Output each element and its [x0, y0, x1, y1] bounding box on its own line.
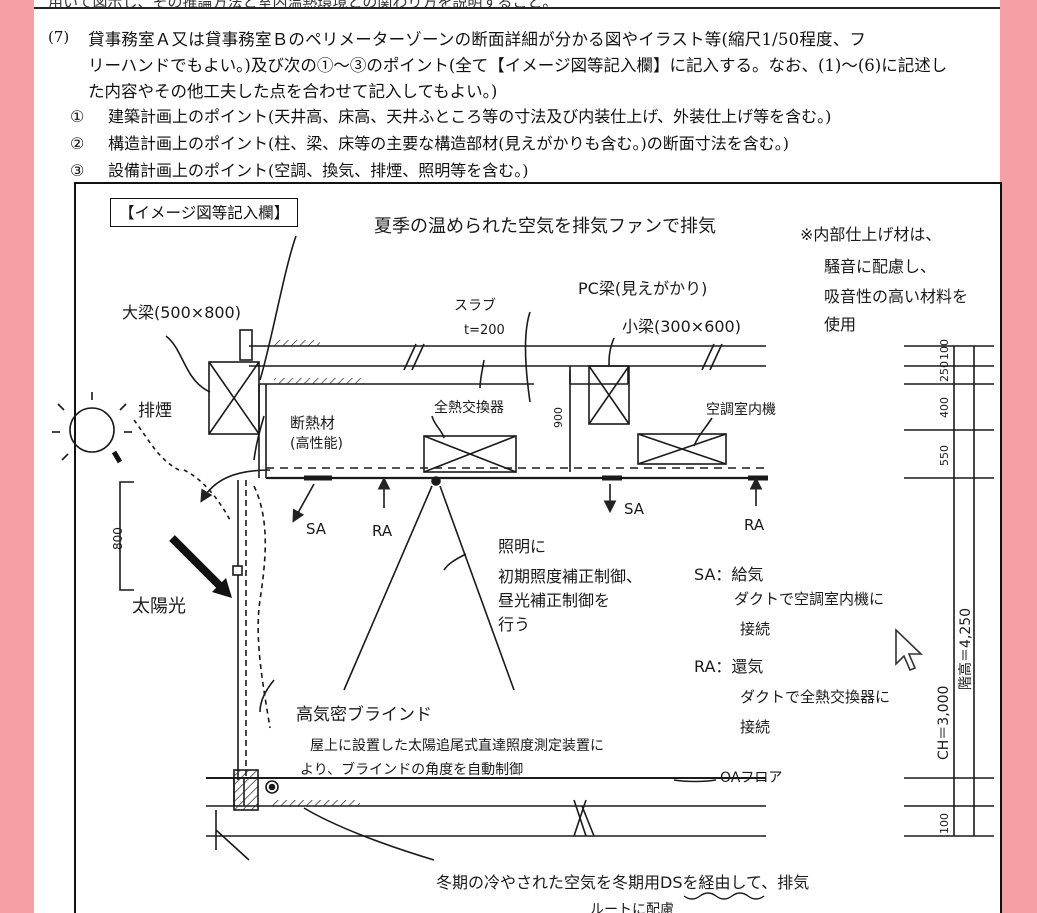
heat-exchanger-box — [423, 435, 517, 473]
dim-900: 900 — [552, 407, 565, 428]
label-ra-1: RA — [372, 522, 393, 540]
point-1-number: ① — [70, 107, 85, 126]
ra-def-2: ダクトで全熱交換器に — [740, 688, 890, 706]
sunlight-arrow — [111, 450, 232, 598]
question-line-2: リーハンドでもよい。)及び次の①～③のポイント(全て【イメージ図等記入欄】に記入… — [88, 56, 948, 75]
label-small-beam: 小梁(300×600) — [622, 317, 741, 336]
blind-title: 高気密ブラインド — [296, 704, 432, 725]
label-slab-2: t=200 — [464, 323, 505, 338]
cursor-arrow-icon — [895, 628, 923, 672]
question-number: (7) — [48, 28, 70, 46]
dim-floor-height: 階高＝4,250 — [957, 608, 974, 690]
label-sa-1: SA — [306, 520, 327, 538]
lighting-line-2: 昼光補正制御を — [498, 591, 610, 610]
label-heat-exchanger: 全熱交換器 — [434, 399, 504, 416]
dim-250: 250 — [938, 361, 951, 382]
lighting-title: 照明に — [498, 537, 546, 556]
dim-100-top: 100 — [938, 339, 951, 360]
note-line-4: 使用 — [824, 315, 856, 334]
sa-def-3: 接続 — [740, 620, 770, 638]
label-ra-2: RA — [744, 516, 765, 534]
label-oa-floor: OAフロア — [720, 770, 782, 786]
note-line-2: 騒音に配慮し、 — [824, 257, 936, 276]
wavy-underline — [683, 892, 765, 900]
label-insulation-1: 断熱材 — [290, 414, 335, 432]
dim-ceiling-height: CH＝3,000 — [936, 686, 952, 760]
ra-def-3: 接続 — [740, 718, 770, 736]
question-line-3: た内容やその他工夫した点を合わせて記入してもよい。) — [88, 82, 498, 101]
question-line-1: 貸事務室Ａ又は貸事務室Ｂのペリメーターゾーンの断面詳細が分かる図やイラスト等(縮… — [88, 30, 867, 49]
exam-sheet: 用いて図示し、その推論方法と室内温熱環境との関わり方を説明すること。 (7) 貸… — [34, 0, 1002, 913]
blind-line-2: より、ブラインドの角度を自動制御 — [300, 761, 523, 778]
annotation-winter-exhaust: 冬期の冷やされた空気を冬期用DSを経由して、排気 — [436, 873, 809, 892]
point-1: ① 建築計画上のポイント(天井高、床高、天井ふところ等の寸法及び内装仕上げ、外装仕… — [70, 103, 831, 127]
point-2-text: 構造計画上のポイント(柱、梁、床等の主要な構造部材(見えがかりも含む。)の断面寸… — [108, 134, 789, 153]
lighting-line-1: 初期照度補正制御、 — [498, 567, 642, 586]
blind-line-1: 屋上に設置した太陽追尾式直達照度測定装置に — [310, 737, 604, 754]
point-3-number: ③ — [70, 161, 85, 180]
label-big-beam: 大梁(500×800) — [122, 303, 241, 322]
label-pc-beam: PC梁(見えがかり) — [578, 279, 707, 298]
point-2: ② 構造計画上のポイント(柱、梁、床等の主要な構造部材(見えがかりも含む。)の断面… — [70, 130, 789, 154]
dim-550: 550 — [938, 445, 951, 466]
dim-800: 800 — [111, 527, 125, 550]
annotation-winter-cut: ルートに配慮 — [590, 902, 674, 913]
label-sa-2: SA — [624, 500, 645, 518]
note-line-3: 吸音性の高い材料を — [824, 287, 968, 306]
previous-line-cut: 用いて図示し、その推論方法と室内温熱環境との関わり方を説明すること。 — [34, 0, 1000, 9]
point-1-text: 建築計画上のポイント(天井高、床高、天井ふところ等の寸法及び内装仕上げ、外装仕上… — [108, 107, 832, 126]
sa-def-2: ダクトで空調室内機に — [734, 590, 884, 608]
ac-unit-box — [637, 433, 727, 465]
image-entry-box: 【イメージ図等記入欄】 — [74, 182, 1002, 913]
annotation-summer-exhaust: 夏季の温められた空気を排気ファンで排気 — [374, 216, 716, 237]
sun-icon — [52, 392, 132, 461]
point-2-number: ② — [70, 134, 85, 153]
previous-line-text: 用いて図示し、その推論方法と室内温熱環境との関わり方を説明すること。 — [48, 0, 558, 9]
section-drawing: 夏季の温められた空気を排気ファンで排気 ※内部仕上げ材は、 騒音に配慮し、 吸音… — [52, 216, 994, 913]
label-smoke: 排煙 — [138, 401, 172, 421]
note-line-1: ※内部仕上げ材は、 — [800, 225, 941, 244]
point-3-text: 設備計画上のポイント(空調、換気、排煙、照明等を含む。) — [108, 161, 529, 180]
label-sunlight: 太陽光 — [132, 596, 186, 617]
label-slab-1: スラブ — [454, 297, 496, 314]
dim-100-bottom: 100 — [938, 813, 951, 834]
sa-def-1: SA：給気 — [694, 565, 763, 584]
lighting-line-3: 行う — [498, 615, 530, 634]
label-insulation-2: (高性能) — [290, 435, 343, 452]
point-3: ③ 設備計画上のポイント(空調、換気、排煙、照明等を含む。) — [70, 157, 529, 181]
label-ac-unit: 空調室内機 — [706, 401, 776, 418]
box-label: 【イメージ図等記入欄】 — [110, 198, 299, 227]
ra-def-1: RA：還気 — [694, 657, 763, 676]
dim-400: 400 — [938, 397, 951, 418]
